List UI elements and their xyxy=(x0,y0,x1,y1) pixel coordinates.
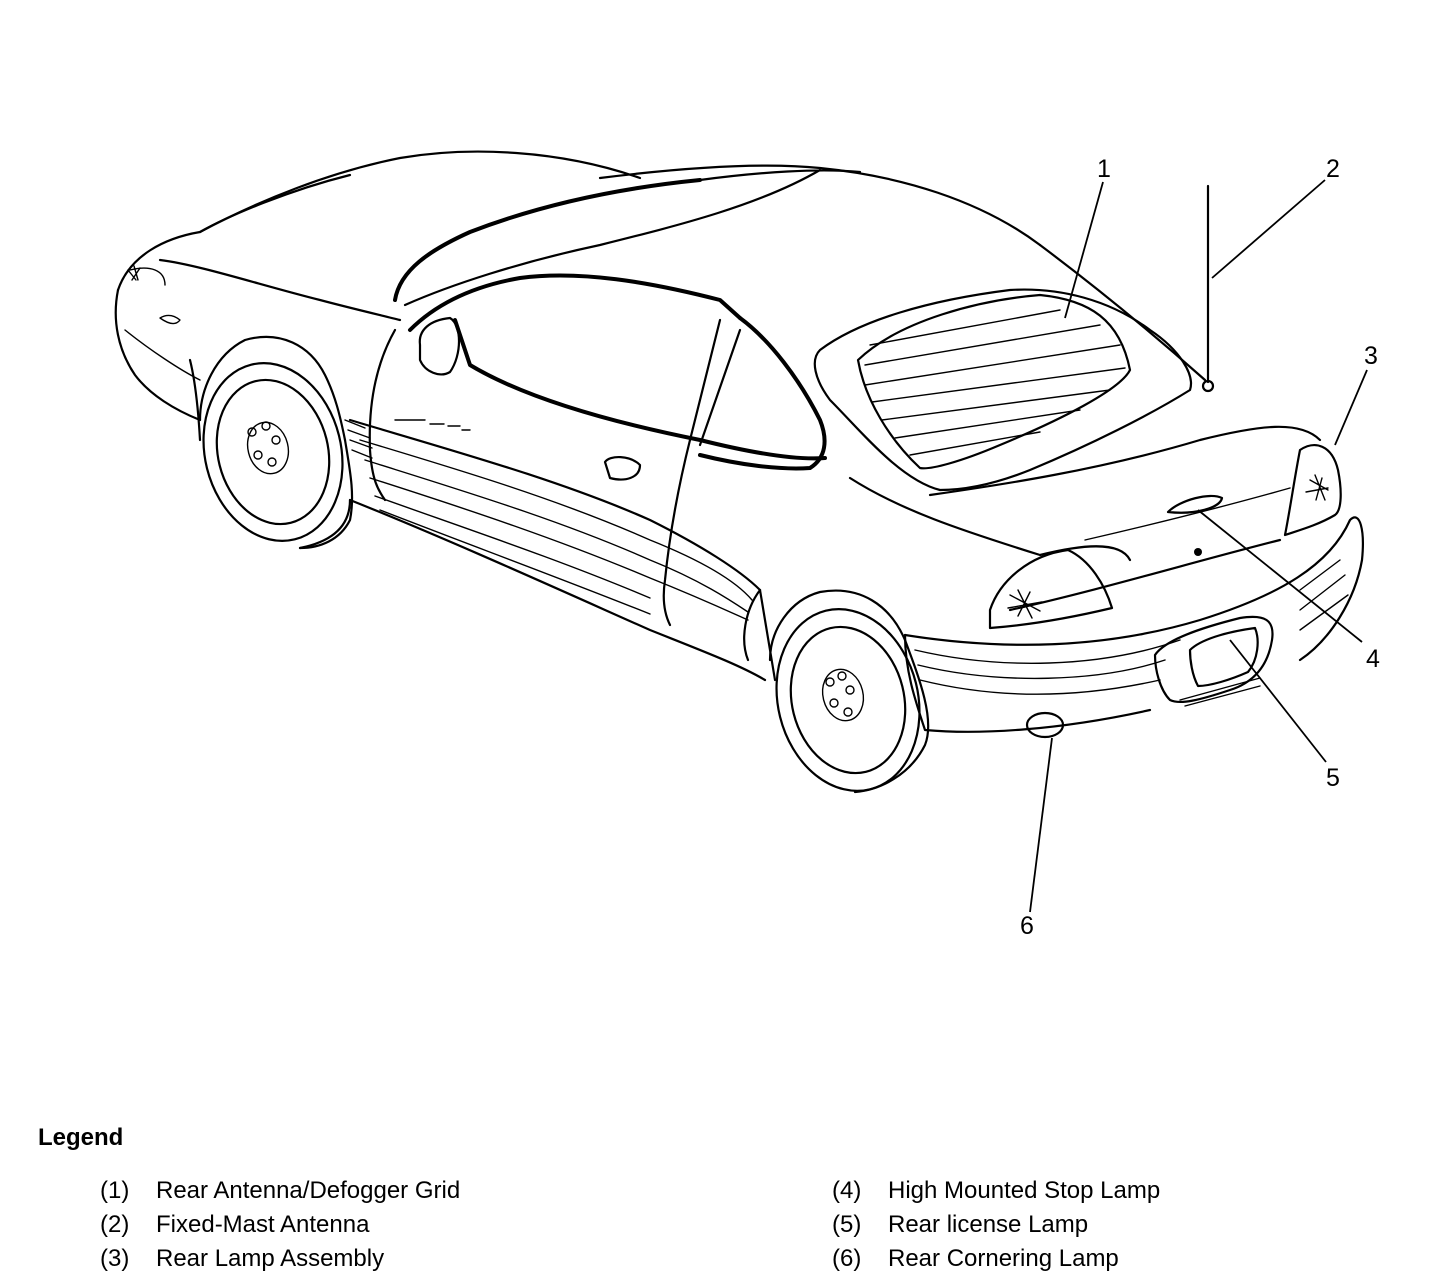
car-diagram: 1 2 3 4 5 6 xyxy=(114,150,1380,940)
legend-item-number: (5) xyxy=(832,1211,862,1238)
legend-item-label: Rear Lamp Assembly xyxy=(156,1245,385,1272)
legend-item-label: Rear Antenna/Defogger Grid xyxy=(156,1177,461,1204)
callout-1: 1 xyxy=(1097,155,1111,183)
legend-item-label: Fixed-Mast Antenna xyxy=(156,1211,370,1238)
car-illustration xyxy=(114,150,1368,913)
legend-item-label: Rear license Lamp xyxy=(888,1211,1089,1238)
legend: Legend (1) Rear Antenna/Defogger Grid (2… xyxy=(38,1124,1418,1274)
callout-4: 4 xyxy=(1366,645,1380,673)
legend-title: Legend xyxy=(38,1124,124,1151)
legend-item-number: (3) xyxy=(100,1245,130,1272)
legend-item-label: High Mounted Stop Lamp xyxy=(888,1177,1161,1204)
legend-item-number: (2) xyxy=(100,1211,130,1238)
legend-item-number: (6) xyxy=(832,1245,862,1272)
legend-item-number: (4) xyxy=(832,1177,862,1204)
legend-item-number: (1) xyxy=(100,1177,130,1204)
callout-6: 6 xyxy=(1020,912,1034,940)
callout-2: 2 xyxy=(1326,155,1340,183)
legend-item-label: Rear Cornering Lamp xyxy=(888,1245,1119,1272)
callout-5: 5 xyxy=(1326,764,1340,792)
callout-3: 3 xyxy=(1364,342,1378,370)
